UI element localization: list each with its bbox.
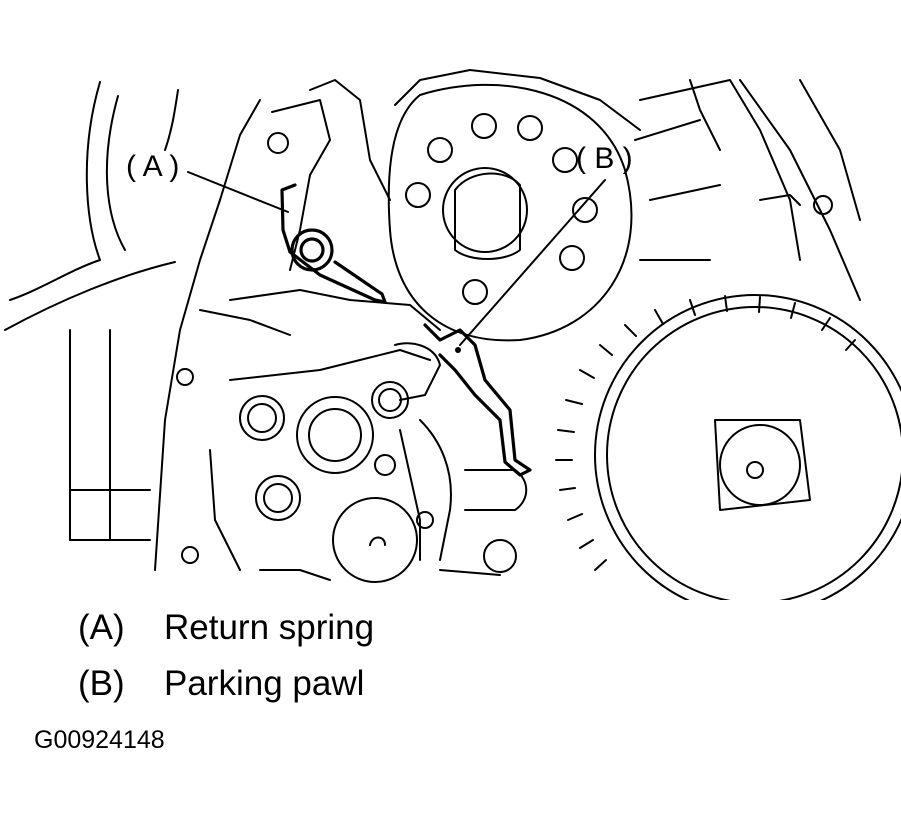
bolt-flange-hub — [387, 84, 721, 342]
transmission-line-drawing: ( A ) ( B ) — [4, 69, 901, 600]
case-ribs-right — [639, 79, 861, 301]
callout-a: ( A ) — [126, 150, 179, 183]
valve-body — [209, 342, 528, 583]
callout-b: ( B ) — [576, 142, 633, 175]
legend-item-return-spring: (A) Return spring — [78, 608, 374, 648]
legend-key: (B) — [78, 664, 125, 703]
legend-item-parking-pawl: (B) Parking pawl — [78, 664, 364, 704]
leader-line-b — [459, 179, 606, 346]
leader-line-a — [187, 171, 289, 213]
case-outline-left — [4, 81, 179, 541]
large-gear — [555, 294, 901, 600]
figure-id: G00924148 — [34, 726, 165, 754]
legend-label: Parking pawl — [164, 664, 365, 703]
return-spring — [280, 183, 387, 304]
legend-key: (A) — [78, 608, 125, 647]
parking-pawl — [423, 323, 532, 477]
legend-label: Return spring — [164, 608, 375, 647]
housing-plate — [154, 69, 641, 571]
